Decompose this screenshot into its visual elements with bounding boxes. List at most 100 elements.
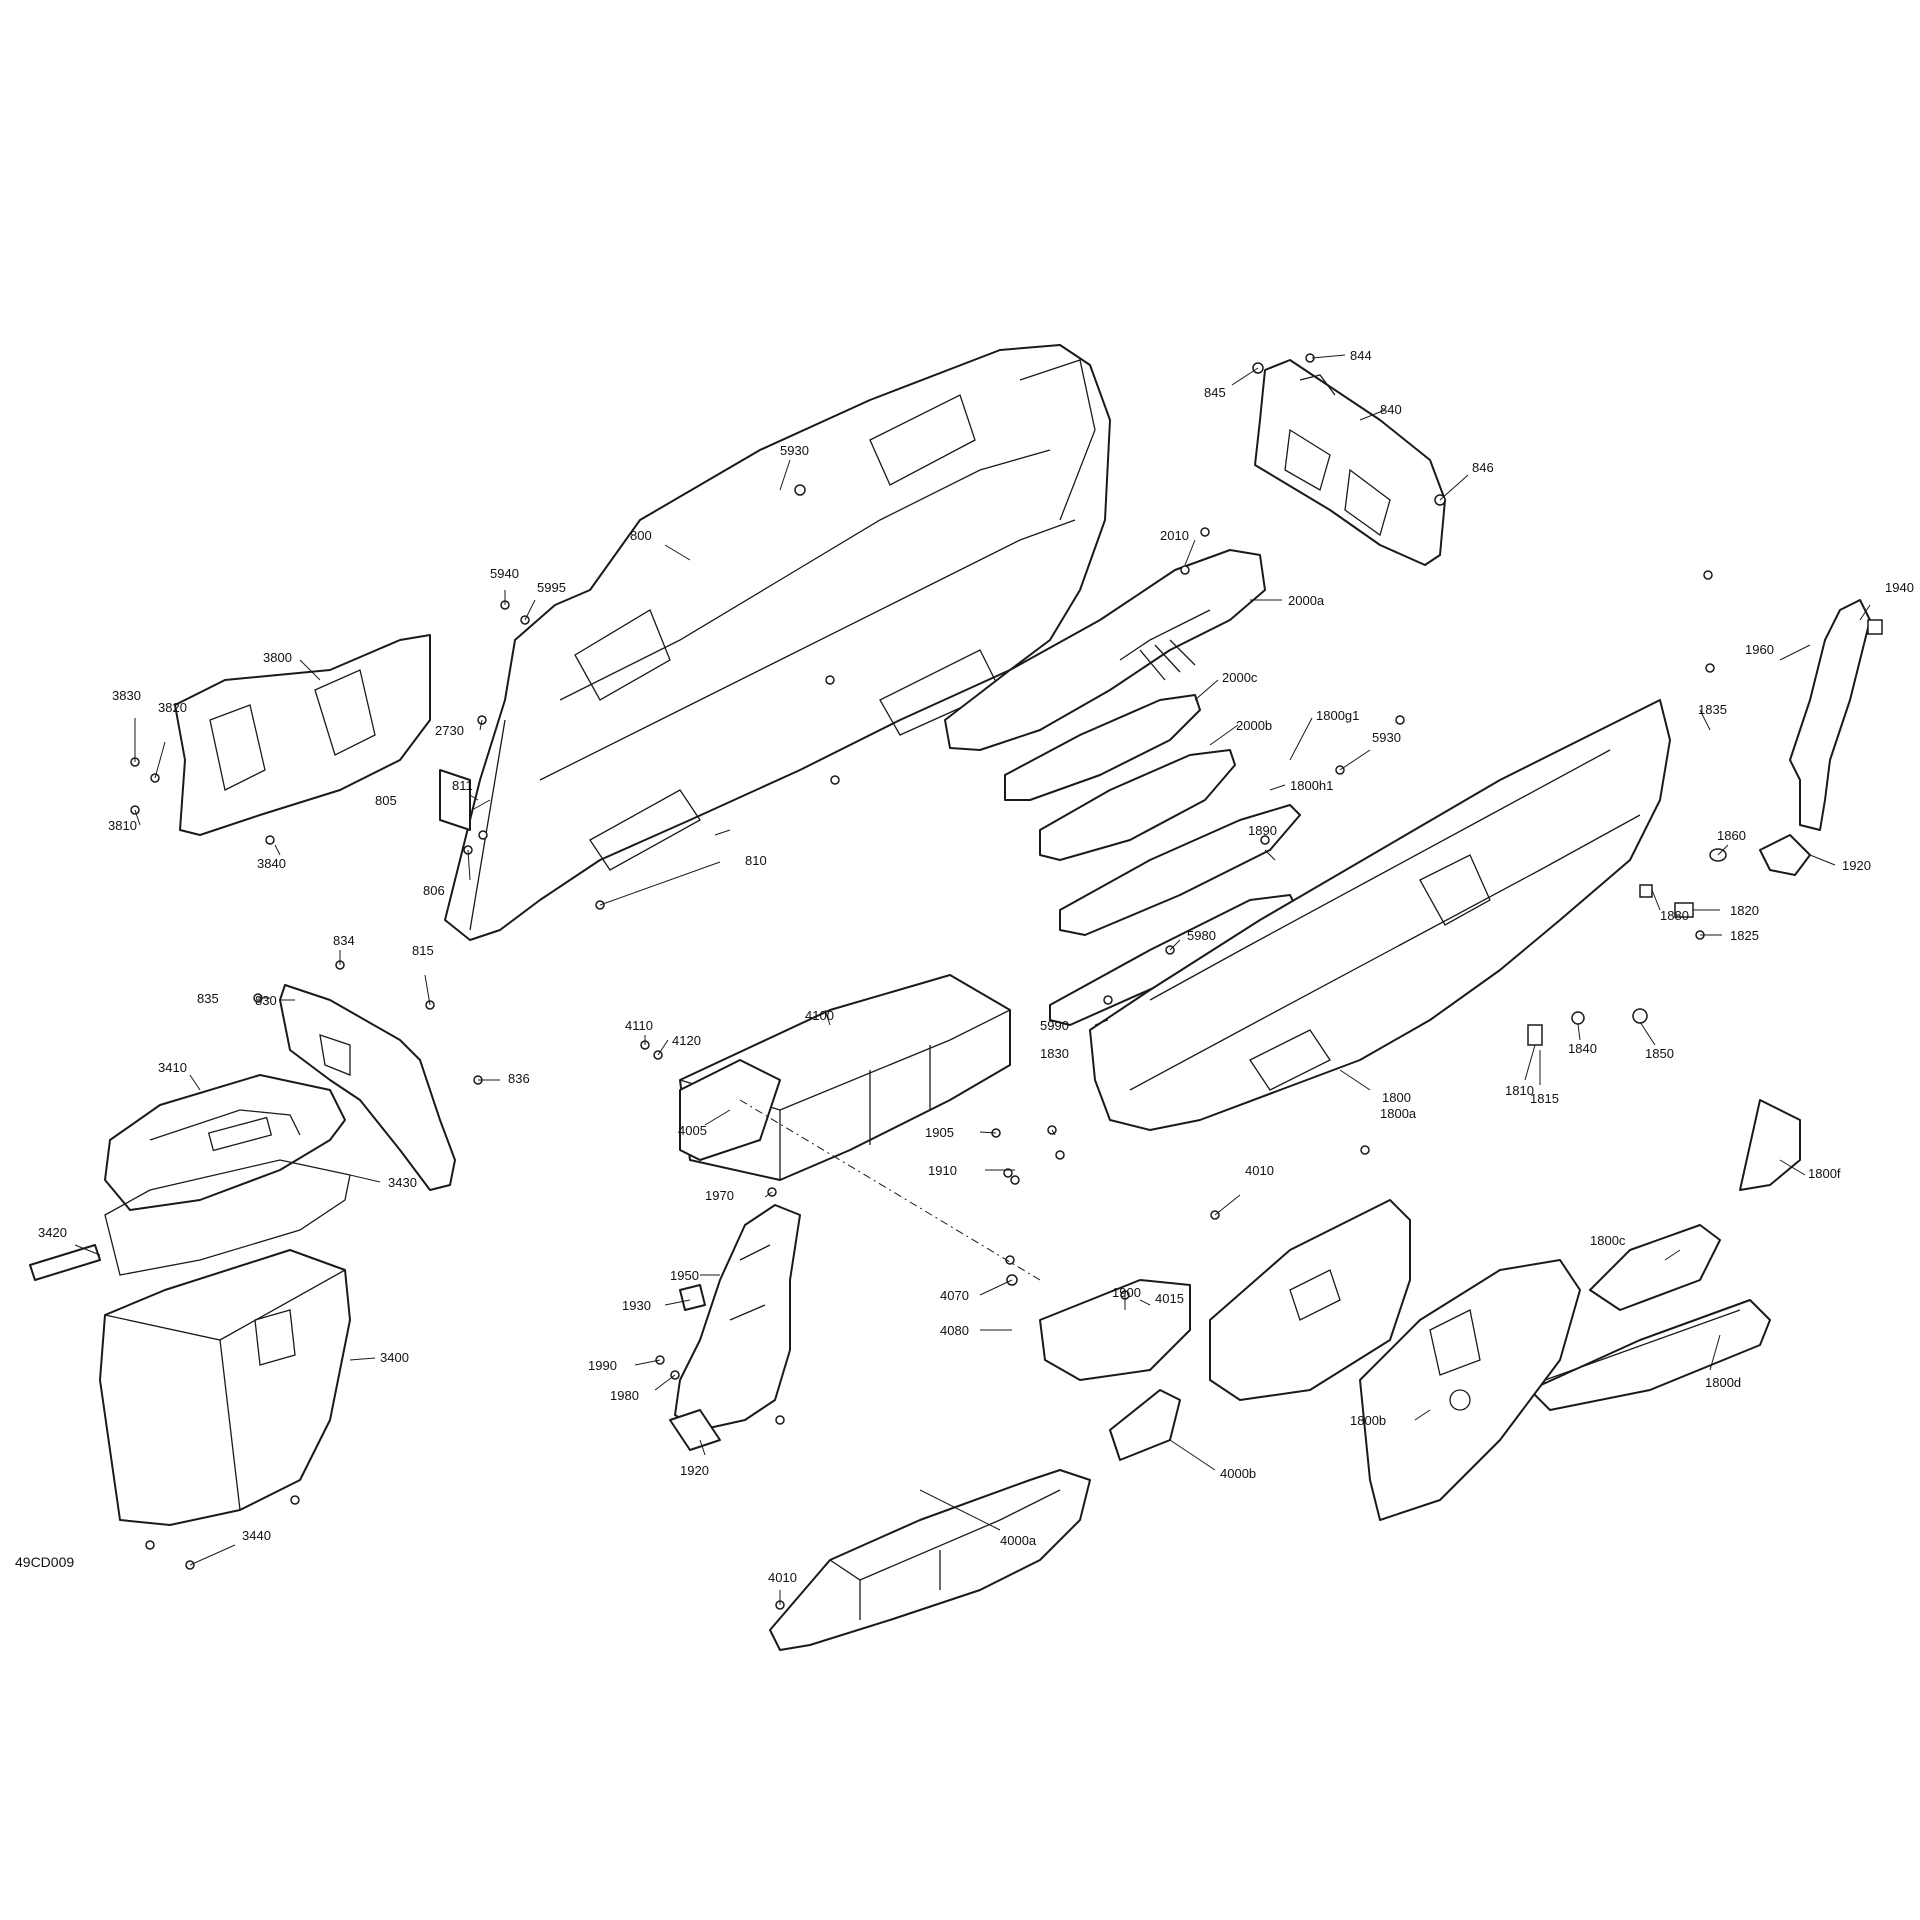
label-1980: 1980 [610,1388,639,1403]
label-1800c: 1800c [1590,1233,1626,1248]
label-4015: 4015 [1155,1291,1184,1306]
label-1910: 1910 [928,1163,957,1178]
leader-lines [74,354,1871,1605]
part-840-bracket-panel [1254,359,1446,566]
part-3400-bin [99,1249,351,1526]
part-3410-lid [104,1074,346,1211]
label-2010: 2010 [1160,528,1189,543]
label-846: 846 [1472,460,1494,475]
part-4000b-plate [1109,1389,1181,1461]
label-4000b: 4000b [1220,1466,1256,1481]
part-1800d-trim [1529,1299,1771,1411]
figure-reference-id: 49CD009 [15,1554,74,1570]
label-4010-lower: 4010 [768,1570,797,1585]
label-1825: 1825 [1730,928,1759,943]
label-4070: 4070 [940,1288,969,1303]
label-1800: 1800 [1382,1090,1411,1105]
part-830-side-panel [279,984,456,1191]
part-3420-handle [29,1244,101,1281]
label-3410: 3410 [158,1060,187,1075]
label-5930-upper: 5930 [780,443,809,458]
label-1930: 1930 [622,1298,651,1313]
part-2000c-door-panel [1004,694,1201,801]
label-806: 806 [423,883,445,898]
part-1880-connector [1639,884,1653,898]
part-1810-switch [1527,1024,1543,1046]
label-1890: 1890 [1248,823,1277,838]
label-1960: 1960 [1745,642,1774,657]
part-1800-main-panel [1089,699,1671,1131]
label-1800h1: 1800h1 [1290,778,1333,793]
label-835: 835 [197,991,219,1006]
label-800: 800 [630,528,652,543]
label-3440: 3440 [242,1528,271,1543]
part-1920-grab-handle-lower [669,1409,721,1451]
label-2000b: 2000b [1236,718,1272,733]
alignment-dashed-line [739,1099,1041,1281]
label-1905: 1905 [925,1125,954,1140]
label-3840: 3840 [257,856,286,871]
label-815: 815 [412,943,434,958]
label-5990: 5990 [1040,1018,1069,1033]
label-5995: 5995 [537,580,566,595]
part-1950-vertical-panel [674,1204,801,1431]
label-810: 810 [745,853,767,868]
part-3800-rear-panel [174,634,431,836]
label-836: 836 [508,1071,530,1086]
label-834: 834 [333,933,355,948]
fasteners [130,353,1715,1610]
part-4000a-lower-box [769,1469,1091,1651]
part-1800c-trim [1589,1224,1721,1311]
label-1810: 1810 [1505,1083,1534,1098]
label-5980: 5980 [1187,928,1216,943]
label-4080: 4080 [940,1323,969,1338]
part-labels: 844 845 840 846 5930 800 2010 2000a 5940… [15,348,1914,1585]
label-805: 805 [375,793,397,808]
part-1940-clip [1867,619,1883,635]
label-1800a: 1800a [1380,1106,1417,1121]
part-1840-grommet [1571,1011,1585,1025]
label-1920-lower: 1920 [680,1463,709,1478]
part-1800g1-seal [1059,804,1301,936]
label-1950: 1950 [670,1268,699,1283]
label-830: 830 [255,993,277,1008]
label-1840: 1840 [1568,1041,1597,1056]
label-2000a: 2000a [1288,593,1325,608]
label-4100: 4100 [805,1008,834,1023]
label-2000c: 2000c [1222,670,1258,685]
label-3810: 3810 [108,818,137,833]
label-3800: 3800 [263,650,292,665]
label-1880: 1880 [1660,908,1689,923]
label-845: 845 [1204,385,1226,400]
label-5940: 5940 [490,566,519,581]
label-1850: 1850 [1645,1046,1674,1061]
label-1900: 1900 [1112,1285,1141,1300]
part-805-plate [439,769,471,831]
label-811: 811 [452,778,473,793]
label-844: 844 [1350,348,1372,363]
label-1970: 1970 [705,1188,734,1203]
label-4010-upper: 4010 [1245,1163,1274,1178]
label-1800d: 1800d [1705,1375,1741,1390]
part-2000a-door-frame [944,549,1266,751]
part-4010-lower-panel [1209,1199,1411,1401]
part-1850-grommet [1632,1008,1648,1024]
label-5930-mid: 5930 [1372,730,1401,745]
label-1830: 1830 [1040,1046,1069,1061]
part-1930-clip [679,1284,706,1311]
label-3400: 3400 [380,1350,409,1365]
part-3430-seal [104,1159,351,1276]
label-4005: 4005 [678,1123,707,1138]
label-4000a: 4000a [1000,1533,1037,1548]
part-1800b-panel [1359,1259,1581,1521]
label-1860: 1860 [1717,828,1746,843]
label-2730: 2730 [435,723,464,738]
label-1800g1: 1800g1 [1316,708,1359,723]
part-1920-grab-handle-upper [1759,834,1811,876]
part-4015-connector [1039,1279,1191,1381]
label-1835: 1835 [1698,702,1727,717]
label-1815: 1815 [1530,1091,1559,1106]
part-1960-vertical-bracket [1789,599,1871,831]
label-4120: 4120 [672,1033,701,1048]
